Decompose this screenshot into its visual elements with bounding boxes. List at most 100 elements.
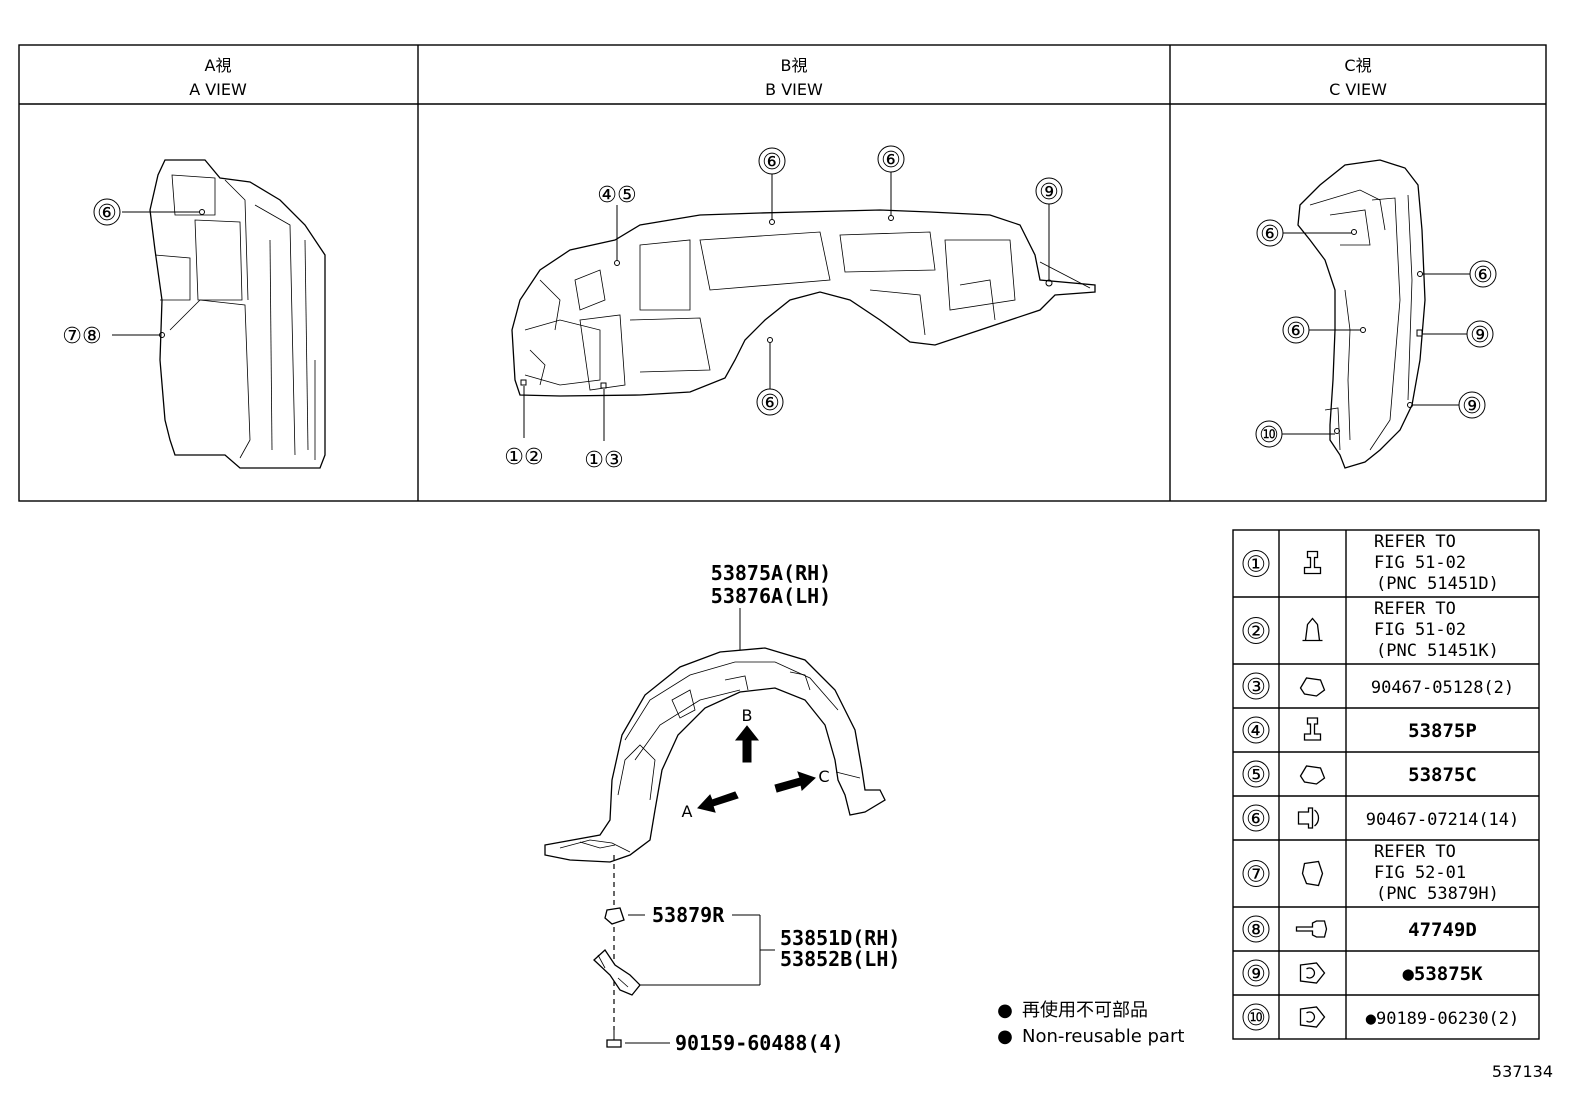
view-c-title-jp: C視 [1344,56,1371,75]
bolt-icon [1303,550,1322,575]
screw-90159: 90159-60488(4) [606,1030,844,1055]
view-c-callout-9-lower: ⑨ [1412,391,1486,419]
grommet-icon [1299,962,1326,984]
row-number: ⑤ [1246,763,1266,788]
callout-label: ⑥ [762,150,782,175]
row-number-circle [1242,959,1270,987]
row-number: ① [1246,553,1266,578]
row-number-circle [1242,915,1270,943]
screw-icon [1295,920,1328,938]
view-a-title-en: A VIEW [189,80,247,99]
view-b-callout-6-top-right: ⑥ [877,145,905,216]
row-number: ④ [1246,719,1266,744]
screw-part-number: 90159-60488(4) [675,1031,844,1055]
callout-label: ⑦⑧ [62,324,101,349]
view-b-callout-6-top-left: ⑥ [758,147,786,220]
row-reference-line: REFER TO [1374,842,1456,862]
arrow-b-label: B [742,706,753,725]
bolt-icon [1303,717,1322,741]
row-number-circle [1242,672,1270,700]
row-reference-line: REFER TO [1374,532,1456,552]
callout-label: ⑨ [1462,394,1482,419]
view-b-callout-1-2: ①② [504,386,544,470]
callout-label: ⑩ [1259,423,1279,448]
legend-text-jp: 再使用不可部品 [1022,1000,1148,1021]
fastener-row: ⑥ 90467-07214(14) [1242,804,1520,832]
row-number-circle [1242,617,1270,644]
row-number-circle [1242,860,1270,887]
arrow-c-label: C [818,767,829,786]
view-c-callout-6-right: ⑥ [1422,260,1497,288]
view-b-callout-6-bottom: ⑥ [756,343,784,416]
callout-label: ⑥ [1260,222,1280,247]
legend-bullet-jp: ● [997,1000,1013,1021]
view-c-callout-6-top: ⑥ [1256,219,1352,247]
fastener-row: ⑨ ●53875K [1242,959,1483,987]
view-b-callout-4-5: ④⑤ [597,183,637,260]
callout-label: ①③ [584,448,623,473]
callout-label: ⑨ [1470,323,1490,348]
clip-part-number: 53879R [652,903,725,927]
row-number-circle [1242,716,1270,744]
row-number: ⑦ [1246,863,1266,888]
callout-label: ⑥ [760,391,780,416]
liner-lh-part-number: 53876A(LH) [711,584,831,608]
view-a-liner-drawing [149,159,326,469]
view-a-callout-6: ⑥ [93,198,200,226]
row-number-circle [1242,1003,1270,1031]
row-reference-line: (PNC 51451D) [1376,574,1499,594]
view-c-callout-10: ⑩ [1255,420,1335,448]
row-number: ⑨ [1246,962,1266,987]
row-reference-line: FIG 51-02 [1374,553,1466,573]
fastener-row: ⑤ 53875C [1242,760,1477,788]
row-reference-line: FIG 51-02 [1374,620,1466,640]
fastener-row: ⑩●90189-06230(2) [1242,1003,1520,1031]
row-number: ⑥ [1246,807,1266,832]
callout-label: ⑥ [97,201,117,226]
callout-label: ⑨ [1039,180,1059,205]
row-part-number: 53875C [1408,764,1477,786]
arrow-a-label: A [682,802,693,821]
row-number: ② [1246,620,1266,645]
seal-rh-part-number: 53851D(RH) [780,926,900,950]
push-clip-icon [1297,807,1320,829]
callout-label: ⑥ [1473,263,1493,288]
view-b-callout-1-3: ①③ [584,389,624,473]
figure-id: 537134 [1492,1062,1553,1081]
seal-53851d: 53851D(RH) 53852B(LH) [593,915,900,996]
view-c-liner-drawing [1297,159,1426,469]
clip-icon [1299,765,1326,785]
grommet-icon [1299,1006,1326,1028]
row-reference-line: REFER TO [1374,599,1456,619]
row-part-number: 47749D [1408,919,1477,941]
legend-bullet-en: ● [997,1026,1013,1047]
row-part-number: ●90189-06230(2) [1366,1009,1520,1029]
row-reference-line: (PNC 53879H) [1376,884,1499,904]
legend-text-en: Non-reusable part [1022,1026,1184,1047]
row-number-circle [1242,760,1270,788]
row-number-circle [1242,550,1270,577]
row-reference-line: FIG 52-01 [1374,863,1466,883]
view-a-callout-7-8: ⑦⑧ [62,324,160,349]
row-number-circle [1242,804,1270,832]
view-c-callout-6-middle: ⑥ [1282,316,1361,344]
view-c-callout-9-upper: ⑨ [1422,320,1494,348]
row-part-number: ●53875K [1402,963,1483,985]
row-part-number: 90467-07214(14) [1366,810,1520,830]
callout-label: ⑥ [1286,319,1306,344]
clip-icon [1299,677,1326,697]
legend: ● 再使用不可部品 ● Non-reusable part [997,1000,1184,1047]
arrow-b: B [734,706,760,763]
view-a-title-jp: A視 [205,56,232,75]
callout-label: ⑥ [881,148,901,173]
view-b-title-en: B VIEW [765,80,823,99]
row-number: ③ [1246,675,1266,700]
